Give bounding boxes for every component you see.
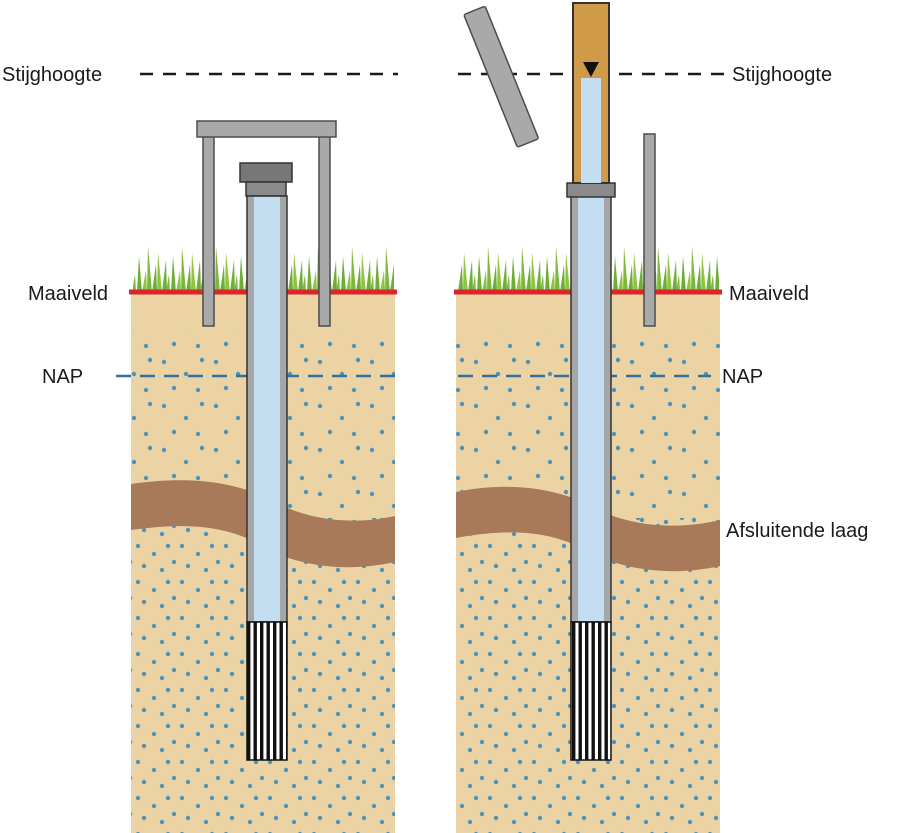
nap-label-left: NAP xyxy=(42,366,83,388)
stijghoogte-label-right: Stijghoogte xyxy=(732,64,832,86)
right-well-screen xyxy=(570,621,612,761)
open-lid xyxy=(463,5,539,148)
well-cap-top xyxy=(239,162,293,183)
maaiveld-label-right: Maaiveld xyxy=(729,283,809,305)
guard-rod xyxy=(643,133,656,327)
frame-top-bar xyxy=(196,120,337,138)
frame-leg-left xyxy=(202,134,215,327)
maaiveld-label-left: Maaiveld xyxy=(28,283,108,305)
casing-collar xyxy=(566,182,616,198)
frame-leg-right xyxy=(318,134,331,327)
water-level-marker-icon xyxy=(583,62,599,77)
stijghoogte-label-left: Stijghoogte xyxy=(2,64,102,86)
riser-water-column xyxy=(581,78,601,183)
nap-label-right: NAP xyxy=(722,366,763,388)
right-well-water-column xyxy=(578,197,604,621)
afsluitende-laag-label: Afsluitende laag xyxy=(726,520,868,542)
well-cap-base xyxy=(245,181,287,197)
left-well-water-column xyxy=(254,197,280,621)
right-well-panel xyxy=(454,2,726,833)
left-well-screen xyxy=(246,621,288,761)
left-well-panel xyxy=(116,72,398,833)
